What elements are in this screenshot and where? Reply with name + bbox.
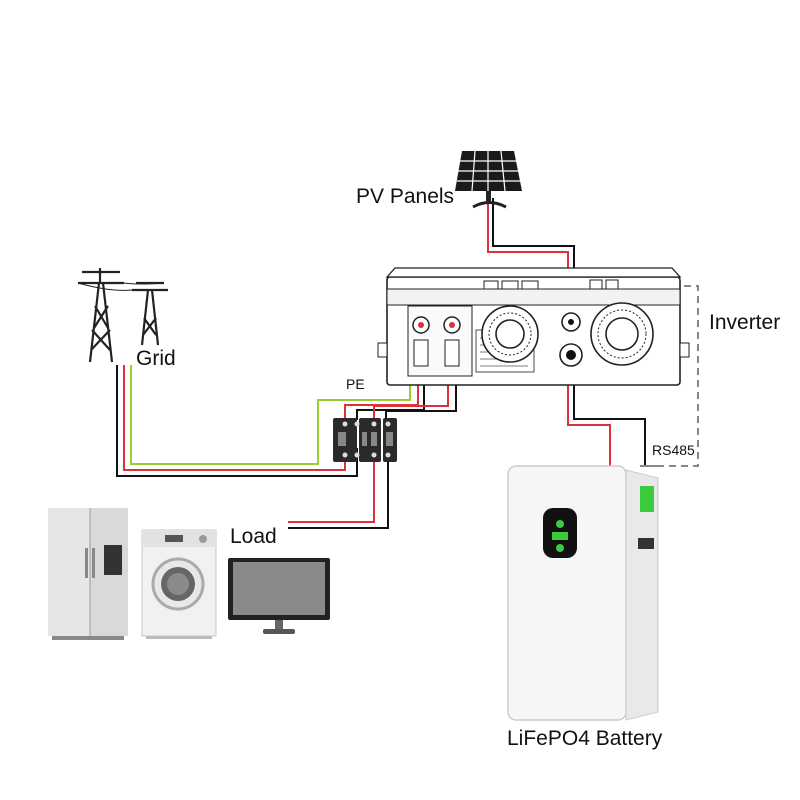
solar-panel-icon bbox=[455, 150, 522, 209]
grid-live-wire bbox=[123, 365, 346, 471]
grid-earth-wire bbox=[130, 365, 411, 465]
battery-label: LiFePO4 Battery bbox=[507, 727, 663, 750]
load-live-wire bbox=[288, 448, 375, 523]
battery-negative-wire bbox=[573, 360, 646, 466]
grid-neutral-wire bbox=[116, 365, 358, 477]
battery-positive-wire bbox=[567, 360, 611, 466]
grid-label: Grid bbox=[136, 347, 176, 370]
monitor-icon bbox=[228, 558, 330, 634]
battery-icon bbox=[507, 465, 659, 721]
ac-out-live-wire bbox=[373, 372, 449, 420]
pe-label: PE bbox=[346, 376, 365, 392]
refrigerator-icon bbox=[48, 508, 128, 640]
power-pylon-icon bbox=[77, 268, 168, 363]
load-neutral-wire bbox=[288, 448, 389, 529]
pv-panels-label: PV Panels bbox=[356, 185, 455, 208]
ac-out-neutral-wire bbox=[385, 372, 457, 420]
inverter-icon bbox=[377, 267, 690, 386]
rs485-label: RS485 bbox=[652, 442, 695, 458]
load-label: Load bbox=[230, 525, 277, 548]
washing-machine-icon bbox=[141, 529, 217, 639]
fan-right bbox=[590, 302, 654, 366]
breaker-icon bbox=[333, 418, 397, 462]
wiring bbox=[116, 198, 699, 529]
inverter-label: Inverter bbox=[709, 311, 781, 334]
fan-left bbox=[481, 305, 539, 363]
